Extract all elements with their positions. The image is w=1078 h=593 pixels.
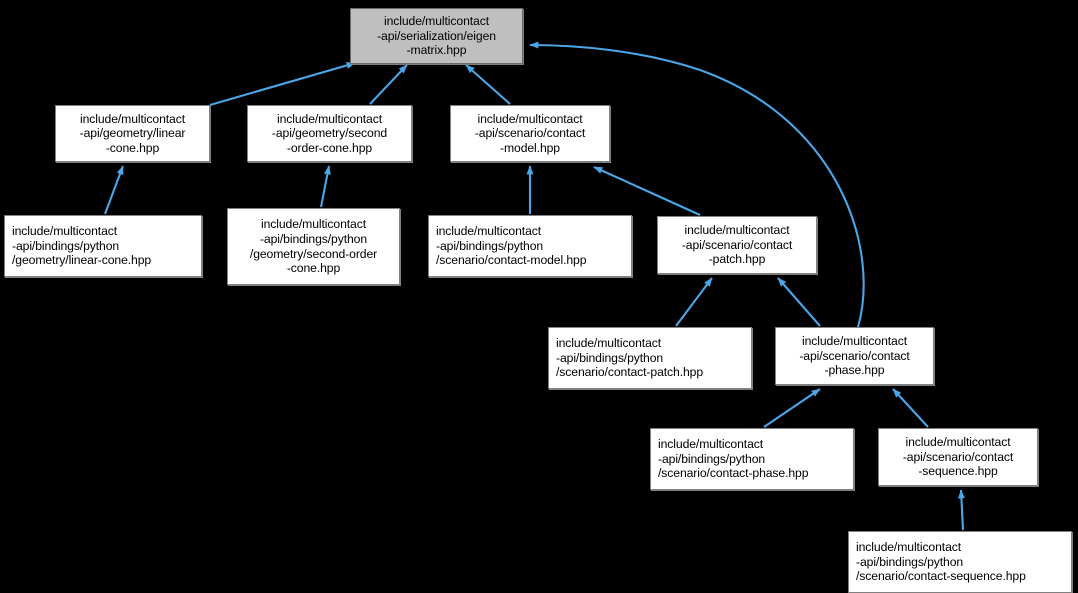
- node-py-contact-patch[interactable]: include/multicontact -api/bindings/pytho…: [548, 327, 752, 389]
- edge-contact-phase-to-eigen-matrix: [529, 41, 865, 328]
- edge-py-contact-patch-to-contact-patch: [675, 277, 713, 327]
- edge-contact-patch-to-contact-model: [593, 166, 701, 216]
- node-py-linear-cone[interactable]: include/multicontact -api/bindings/pytho…: [4, 215, 202, 277]
- node-py-contact-phase[interactable]: include/multicontact -api/bindings/pytho…: [650, 428, 854, 490]
- edge-py-contact-phase-to-contact-phase: [763, 388, 821, 428]
- node-py-contact-model[interactable]: include/multicontact -api/bindings/pytho…: [428, 215, 632, 277]
- edge-py-linear-cone-to-linear-cone: [104, 165, 124, 215]
- edge-contact-phase-to-contact-patch: [777, 277, 821, 327]
- edge-py-second-order-cone-to-second-order-cone: [319, 165, 331, 208]
- edge-linear-cone-to-eigen-matrix: [209, 61, 356, 107]
- edge-contact-model-to-eigen-matrix: [465, 64, 511, 105]
- node-contact-phase[interactable]: include/multicontact -api/scenario/conta…: [775, 327, 934, 385]
- node-py-second-order-cone[interactable]: include/multicontact -api/bindings/pytho…: [227, 208, 400, 285]
- node-contact-model[interactable]: include/multicontact -api/scenario/conta…: [450, 105, 610, 162]
- edge-py-contact-sequence-to-contact-sequence: [957, 489, 965, 531]
- node-eigen-matrix[interactable]: include/multicontact -api/serialization/…: [350, 8, 523, 64]
- node-linear-cone[interactable]: include/multicontact -api/geometry/linea…: [55, 105, 210, 162]
- node-contact-patch[interactable]: include/multicontact -api/scenario/conta…: [657, 216, 817, 274]
- node-contact-sequence[interactable]: include/multicontact -api/scenario/conta…: [878, 428, 1038, 486]
- node-second-order-cone[interactable]: include/multicontact -api/geometry/secon…: [247, 105, 412, 162]
- edge-contact-sequence-to-contact-phase: [892, 388, 929, 428]
- edge-second-order-cone-to-eigen-matrix: [369, 64, 408, 105]
- node-py-contact-sequence[interactable]: include/multicontact -api/bindings/pytho…: [848, 531, 1072, 593]
